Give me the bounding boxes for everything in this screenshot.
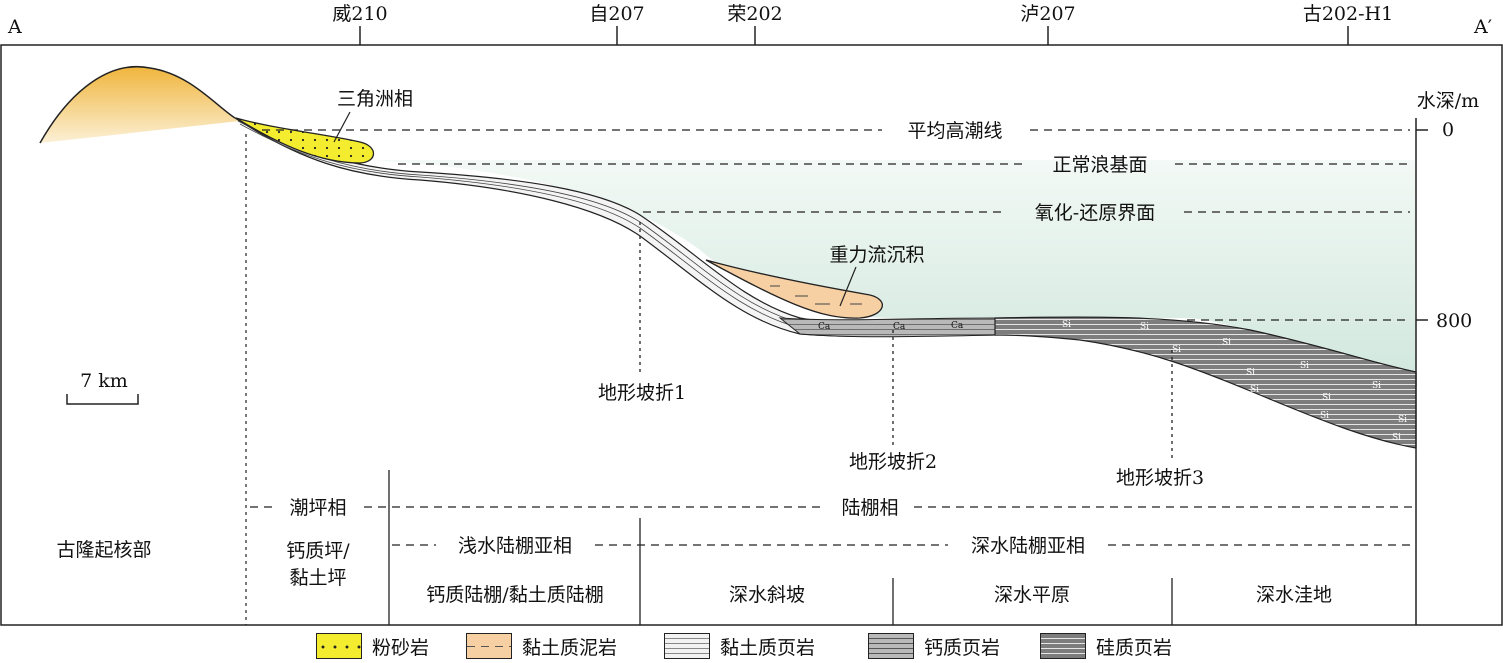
sili-shale-swatch (1040, 633, 1086, 659)
slope-break-label: 地形坡折2 (849, 451, 937, 473)
facies-deep-depression: 深水洼地 (1256, 584, 1332, 606)
mudstone-dashes (770, 285, 862, 305)
well-label: 自207 (589, 3, 644, 25)
depth-tick-label: 0 (1442, 119, 1454, 141)
legend-label: 钙质页岩 (924, 636, 1001, 659)
sili-mark: Si (1222, 338, 1231, 348)
legend-item-calc-shale: 钙质页岩 (868, 633, 1000, 659)
scale-bar-label: 7 km (80, 370, 128, 392)
facies-shelf: 陆棚相 (841, 497, 898, 519)
ancient-uplift (40, 66, 240, 143)
facies-tidal-flat-sub: 钙质坪/ (286, 540, 350, 562)
gravity-flow-label: 重力流沉积 (829, 244, 924, 266)
legend-label: 硅质页岩 (1096, 636, 1173, 659)
section-start-label: A (7, 16, 22, 38)
slope-break-label: 地形坡折1 (598, 382, 686, 404)
delta-label: 三角洲相 (337, 88, 413, 110)
calc-shale-swatch (868, 633, 914, 659)
legend-label: 粉砂岩 (372, 636, 430, 659)
water-body (372, 160, 1416, 372)
sili-mark: Si (1372, 381, 1381, 391)
slope-break-label: 地形坡折3 (1116, 467, 1204, 489)
depth-axis-title: 水深/m (1417, 90, 1479, 112)
legend-item-siltstone: 粉砂岩 (316, 633, 429, 659)
well-labels: 威210 自207 荣202 泸207 古202-H1 (332, 3, 1393, 25)
gravity-flow-lens (705, 259, 883, 319)
redox-label: 氧化-还原界面 (1035, 202, 1155, 224)
calcareous-shale-layer (778, 317, 1001, 338)
reference-levels (262, 129, 1410, 321)
sili-mark: Si (1250, 385, 1259, 395)
facies-tidal-flat: 潮坪相 (289, 497, 346, 519)
well-label: 古202-H1 (1303, 3, 1393, 25)
lith-marks: Ca Ca Ca Si Si Si Si Si Si Si Si Si Si S… (818, 320, 1407, 443)
section-end-label: A′ (1473, 16, 1492, 38)
depth-tick-label: 800 (1436, 310, 1472, 332)
well-label: 泸207 (1020, 3, 1075, 25)
siltstone-swatch (316, 633, 362, 659)
sili-mark: Si (1062, 320, 1071, 330)
clay-mudstone-swatch (466, 633, 512, 659)
high-tide-label: 平均高潮线 (907, 120, 1002, 142)
facies-tidal-flat-sub: 黏土坪 (289, 567, 346, 589)
wave-base-label: 正常浪基面 (1052, 154, 1147, 176)
facies-core: 古隆起核部 (56, 539, 151, 561)
facies-deep-slope: 深水斜坡 (729, 584, 805, 606)
legend-item-clay-mudstone: 黏土质泥岩 (466, 633, 617, 659)
well-ticks (359, 26, 1349, 45)
sili-mark: Si (1392, 433, 1401, 443)
sili-mark: Si (1246, 368, 1255, 378)
legend-label: 黏土质页岩 (720, 636, 816, 659)
facies-table: 古隆起核部 潮坪相 钙质坪/ 黏土坪 陆棚相 浅水陆棚亚相 深水陆棚亚相 钙质陆… (56, 134, 1414, 625)
siliceous-shale-layer (994, 316, 1417, 449)
depth-axis: 水深/m 0 800 (1415, 90, 1479, 625)
well-label: 威210 (332, 3, 387, 25)
slope-break-lines (639, 222, 1173, 460)
legend-label: 黏土质泥岩 (522, 636, 618, 659)
sili-mark: Si (1172, 345, 1181, 355)
well-label: 荣202 (727, 3, 782, 25)
section-frame (0, 44, 1503, 626)
clay-shale-swatch (664, 633, 710, 659)
sili-mark: Si (1398, 415, 1407, 425)
scale-bar: 7 km (66, 370, 139, 405)
legend-item-sili-shale: 硅质页岩 (1040, 633, 1172, 659)
facies-shallow-shelf: 浅水陆棚亚相 (458, 535, 572, 557)
sili-mark: Si (1320, 411, 1329, 421)
legend-item-clay-shale: 黏土质页岩 (664, 633, 815, 659)
calc-mark: Ca (818, 322, 831, 332)
calc-mark: Ca (951, 321, 964, 331)
sili-mark: Si (1322, 393, 1331, 403)
legend: 粉砂岩 黏土质泥岩 黏土质页岩 钙质页岩 硅质页岩 (0, 627, 1503, 663)
facies-shallow-micro: 钙质陆棚/黏土质陆棚 (426, 584, 603, 606)
delta-siltstone-lens (235, 117, 375, 164)
calc-mark: Ca (893, 322, 906, 332)
facies-deep-shelf: 深水陆棚亚相 (971, 535, 1085, 557)
sili-mark: Si (1300, 361, 1309, 371)
sili-mark: Si (1140, 322, 1149, 332)
facies-deep-plain: 深水平原 (994, 584, 1070, 606)
